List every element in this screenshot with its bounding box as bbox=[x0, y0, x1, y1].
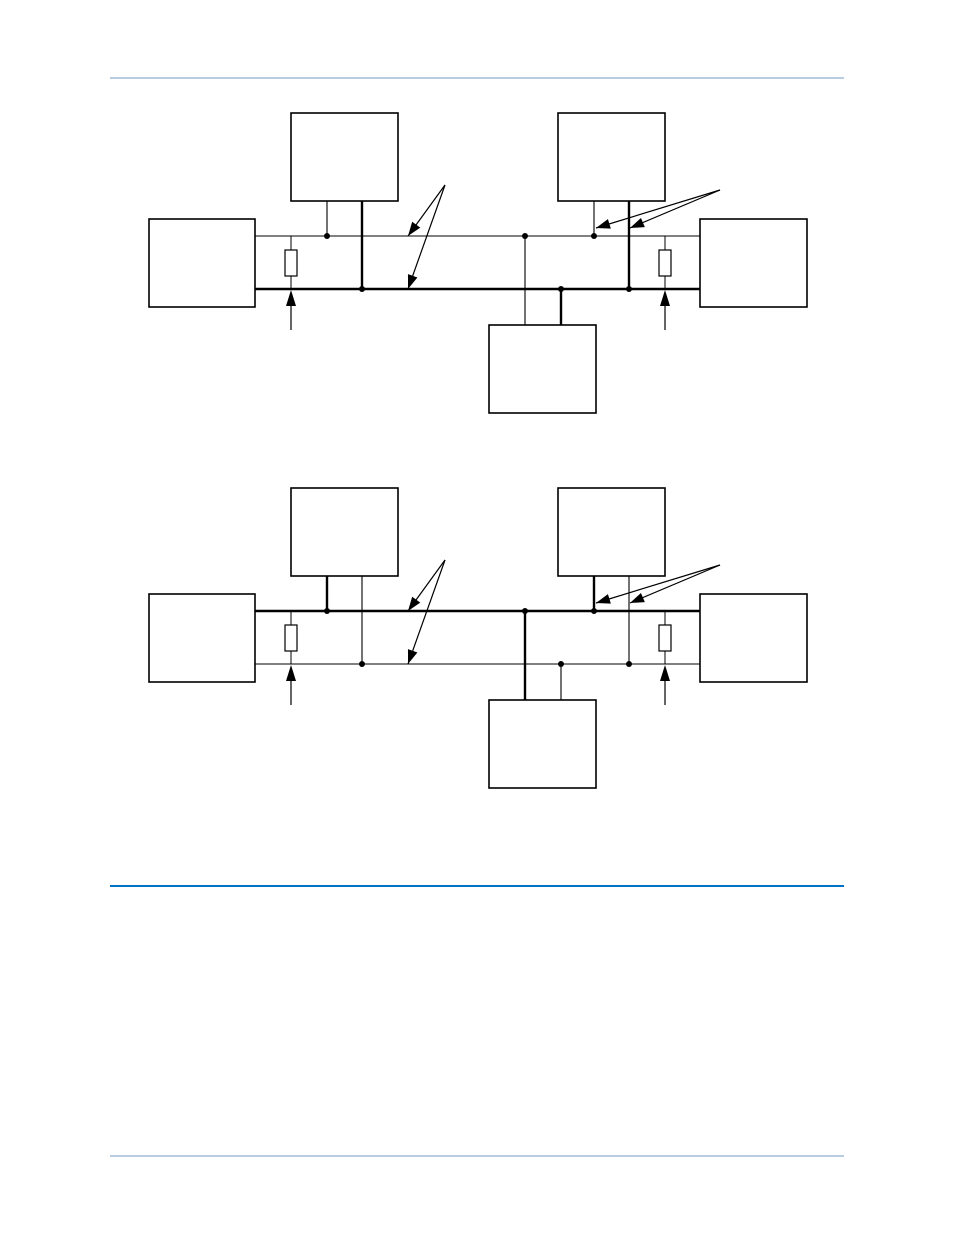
junction-dot bbox=[359, 286, 365, 292]
junction-dot bbox=[522, 233, 528, 239]
termination-resistor bbox=[658, 624, 672, 652]
callout-line bbox=[595, 189, 721, 229]
callout-line bbox=[629, 189, 721, 229]
device-box-left bbox=[148, 218, 256, 308]
junction-dot bbox=[626, 286, 632, 292]
callout-arrowhead bbox=[407, 274, 418, 289]
callout-arrowhead bbox=[596, 219, 611, 229]
junction-dot bbox=[626, 661, 632, 667]
termination-resistor bbox=[284, 624, 298, 652]
footer-rule bbox=[110, 1155, 844, 1157]
device-box-top-right bbox=[557, 112, 666, 202]
device-box-bottom bbox=[488, 324, 597, 414]
callout-line bbox=[595, 564, 721, 604]
header-rule bbox=[110, 77, 844, 79]
callout-arrowhead bbox=[630, 217, 645, 228]
device-box-left bbox=[148, 593, 256, 683]
callout-line bbox=[629, 564, 721, 604]
termination-resistor bbox=[658, 249, 672, 277]
junction-dot bbox=[324, 608, 330, 614]
junction-dot bbox=[558, 661, 564, 667]
diagram-1 bbox=[148, 112, 808, 414]
callout-arrowhead bbox=[408, 221, 421, 236]
device-box-top-left bbox=[290, 487, 399, 577]
pointer-arrowhead bbox=[286, 290, 296, 306]
junction-dot bbox=[591, 233, 597, 239]
callout-line bbox=[407, 184, 446, 290]
callout-line bbox=[407, 559, 446, 665]
pointer-arrowhead bbox=[660, 290, 670, 306]
termination-resistor bbox=[284, 249, 298, 277]
pointer-arrowhead bbox=[286, 665, 296, 681]
junction-dot bbox=[359, 661, 365, 667]
callout-arrowhead bbox=[407, 649, 418, 664]
pointer-arrowhead bbox=[660, 665, 670, 681]
device-box-top-left bbox=[290, 112, 399, 202]
junction-dot bbox=[591, 608, 597, 614]
junction-dot bbox=[324, 233, 330, 239]
device-box-top-right bbox=[557, 487, 666, 577]
junction-dot bbox=[522, 608, 528, 614]
device-box-bottom bbox=[488, 699, 597, 789]
section-rule bbox=[110, 885, 844, 887]
device-box-right bbox=[699, 218, 808, 308]
diagram-2 bbox=[148, 487, 808, 789]
callout-arrowhead bbox=[408, 596, 421, 611]
device-box-right bbox=[699, 593, 808, 683]
callout-arrowhead bbox=[630, 592, 645, 603]
callout-arrowhead bbox=[596, 594, 611, 604]
junction-dot bbox=[558, 286, 564, 292]
